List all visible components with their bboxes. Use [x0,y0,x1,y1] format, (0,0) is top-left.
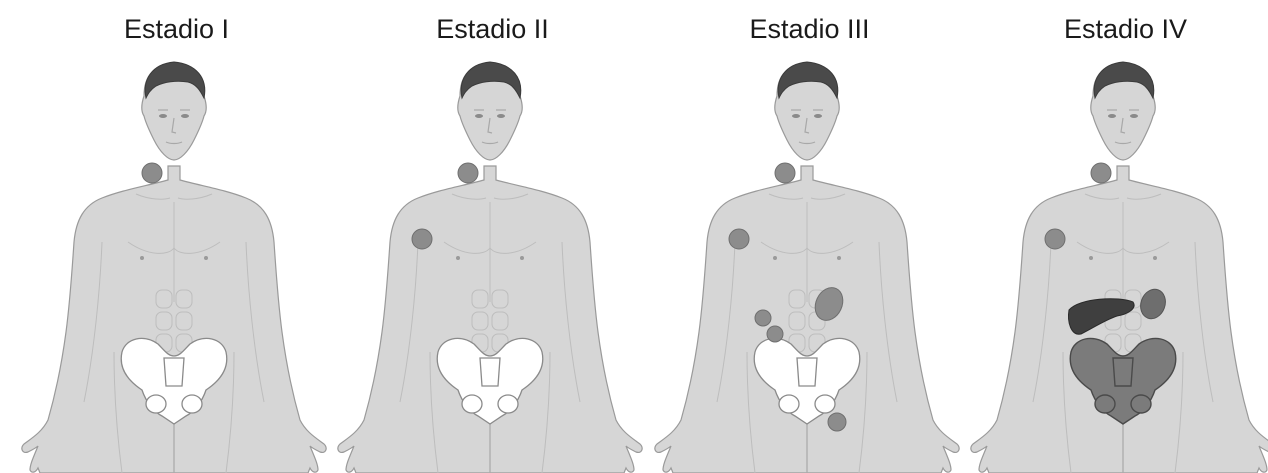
left-nipple [140,256,144,260]
stage-2-title: Estadio II [334,14,651,45]
right-nipple [204,256,208,260]
neck-lymph-node [142,163,162,183]
left-nipple [773,256,777,260]
abdominal-lymph-node [767,326,783,342]
sacrum [1113,358,1133,386]
right-eye [181,114,189,118]
stage-3-panel: Estadio III [651,0,968,473]
left-eye [792,114,800,118]
body-silhouette [971,166,1268,473]
neck-lymph-node [1091,163,1111,183]
right-nipple [837,256,841,260]
stage-1-title: Estadio I [18,14,335,45]
abdominal-lymph-node [755,310,771,326]
inguinal-lymph-node [828,413,846,431]
sacrum [164,358,184,386]
left-obturator [146,395,166,413]
stage-4-title: Estadio IV [967,14,1268,45]
right-eye [1130,114,1138,118]
body-figure-3 [651,52,968,473]
stage-3-title: Estadio III [651,14,968,45]
left-eye [1108,114,1116,118]
sacrum [797,358,817,386]
axillary-lymph-node [412,229,432,249]
body-figure-4 [967,52,1268,473]
left-eye [475,114,483,118]
axillary-lymph-node [729,229,749,249]
left-eye [159,114,167,118]
left-obturator [779,395,799,413]
left-obturator [462,395,482,413]
neck-lymph-node [775,163,795,183]
sacrum [480,358,500,386]
left-obturator [1095,395,1115,413]
body-figure-2 [334,52,651,473]
right-eye [497,114,505,118]
right-obturator [815,395,835,413]
left-nipple [456,256,460,260]
stage-4-panel: Estadio IV [967,0,1268,473]
right-obturator [498,395,518,413]
right-eye [814,114,822,118]
stage-2-panel: Estadio II [334,0,651,473]
axillary-lymph-node [1045,229,1065,249]
neck-lymph-node [458,163,478,183]
stage-1-panel: Estadio I [18,0,335,473]
right-obturator [182,395,202,413]
right-nipple [520,256,524,260]
body-figure-1 [18,52,335,473]
right-obturator [1131,395,1151,413]
left-nipple [1089,256,1093,260]
right-nipple [1153,256,1157,260]
